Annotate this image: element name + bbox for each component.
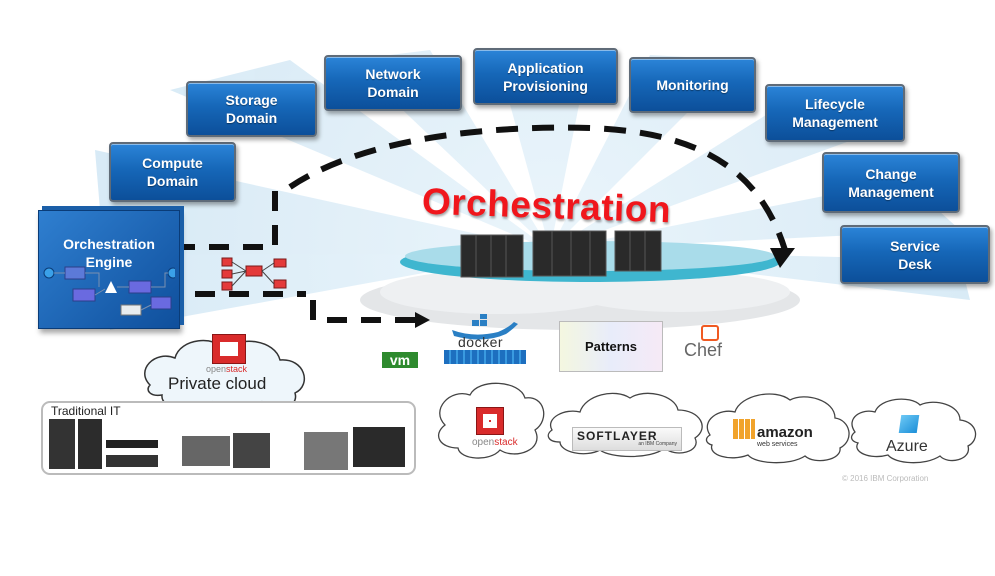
dashed-arc-arrow [288, 124, 788, 251]
openstack-prefix: open [206, 364, 227, 374]
lifecycle-management-label: Lifecycle Management [792, 96, 878, 130]
server-racks-icon [460, 230, 662, 278]
softlayer-sublabel: an IBM Company [638, 441, 677, 447]
openstack-public-wordmark: openstack [472, 437, 518, 448]
softlayer-label: SOFTLAYER [577, 429, 658, 443]
compute-domain-box: Compute Domain [109, 142, 236, 202]
engine-connectors [175, 190, 415, 323]
monitoring-label: Monitoring [656, 77, 729, 93]
docker-label: docker [458, 334, 504, 350]
docker-container-bar [444, 350, 526, 364]
service-desk-label: Service Desk [890, 237, 940, 272]
amazon-boxes-icon [733, 419, 755, 439]
openstack-public-suffix: stack [494, 437, 518, 448]
storage-domain-box: Storage Domain [186, 81, 317, 137]
amazon-sublabel: web services [757, 441, 798, 448]
softlayer-logo: SOFTLAYER an IBM Company [572, 427, 682, 451]
workflow-graph-icon [221, 257, 287, 291]
openstack-private-wordmark: openstack [206, 364, 247, 374]
patterns-logo: Patterns [559, 321, 663, 372]
traditional-it-hardware-icons [49, 419, 405, 470]
chef-label: Chef [684, 340, 723, 360]
patterns-label: Patterns [584, 339, 638, 354]
docker-whale-icon [452, 314, 518, 340]
copyright-text: © 2016 IBM Corporation [842, 474, 929, 483]
orchestration-engine-label: Orchestration Engine [63, 236, 155, 270]
azure-icon [898, 415, 920, 433]
application-provisioning-box: Application Provisioning [473, 48, 618, 105]
connector-arrowhead-icon [415, 312, 430, 328]
orchestration-title: Orchestration [421, 180, 672, 231]
openstack-public-prefix: open [472, 437, 495, 448]
docker-logo: docker [444, 314, 526, 366]
change-management-box: Change Management [822, 152, 960, 213]
change-management-label: Change Management [848, 165, 934, 200]
amazon-label: amazon [757, 424, 813, 441]
vmware-logo: vm [382, 352, 418, 368]
traditional-it-label: Traditional IT [51, 404, 121, 418]
compute-domain-label: Compute Domain [142, 155, 203, 189]
storage-domain-label: Storage Domain [225, 92, 278, 126]
monitoring-box: Monitoring [629, 57, 756, 113]
orchestration-engine-box: Orchestration Engine [38, 210, 180, 329]
openstack-private-icon [212, 334, 246, 364]
azure-label: Azure [886, 438, 928, 455]
service-desk-box: Service Desk [840, 225, 990, 284]
openstack-suffix: stack [226, 364, 248, 374]
chef-icon [701, 325, 719, 341]
network-domain-box: Network Domain [324, 55, 462, 111]
arc-arrowhead-icon [770, 248, 795, 268]
amazon-cloud-shape [705, 393, 850, 464]
openstack-public-icon [476, 407, 504, 435]
application-provisioning-label: Application Provisioning [503, 59, 588, 94]
engine-workflow-icon [43, 266, 175, 316]
private-cloud-label: Private cloud [168, 374, 267, 393]
lifecycle-management-box: Lifecycle Management [765, 84, 905, 142]
network-domain-label: Network Domain [365, 66, 421, 100]
